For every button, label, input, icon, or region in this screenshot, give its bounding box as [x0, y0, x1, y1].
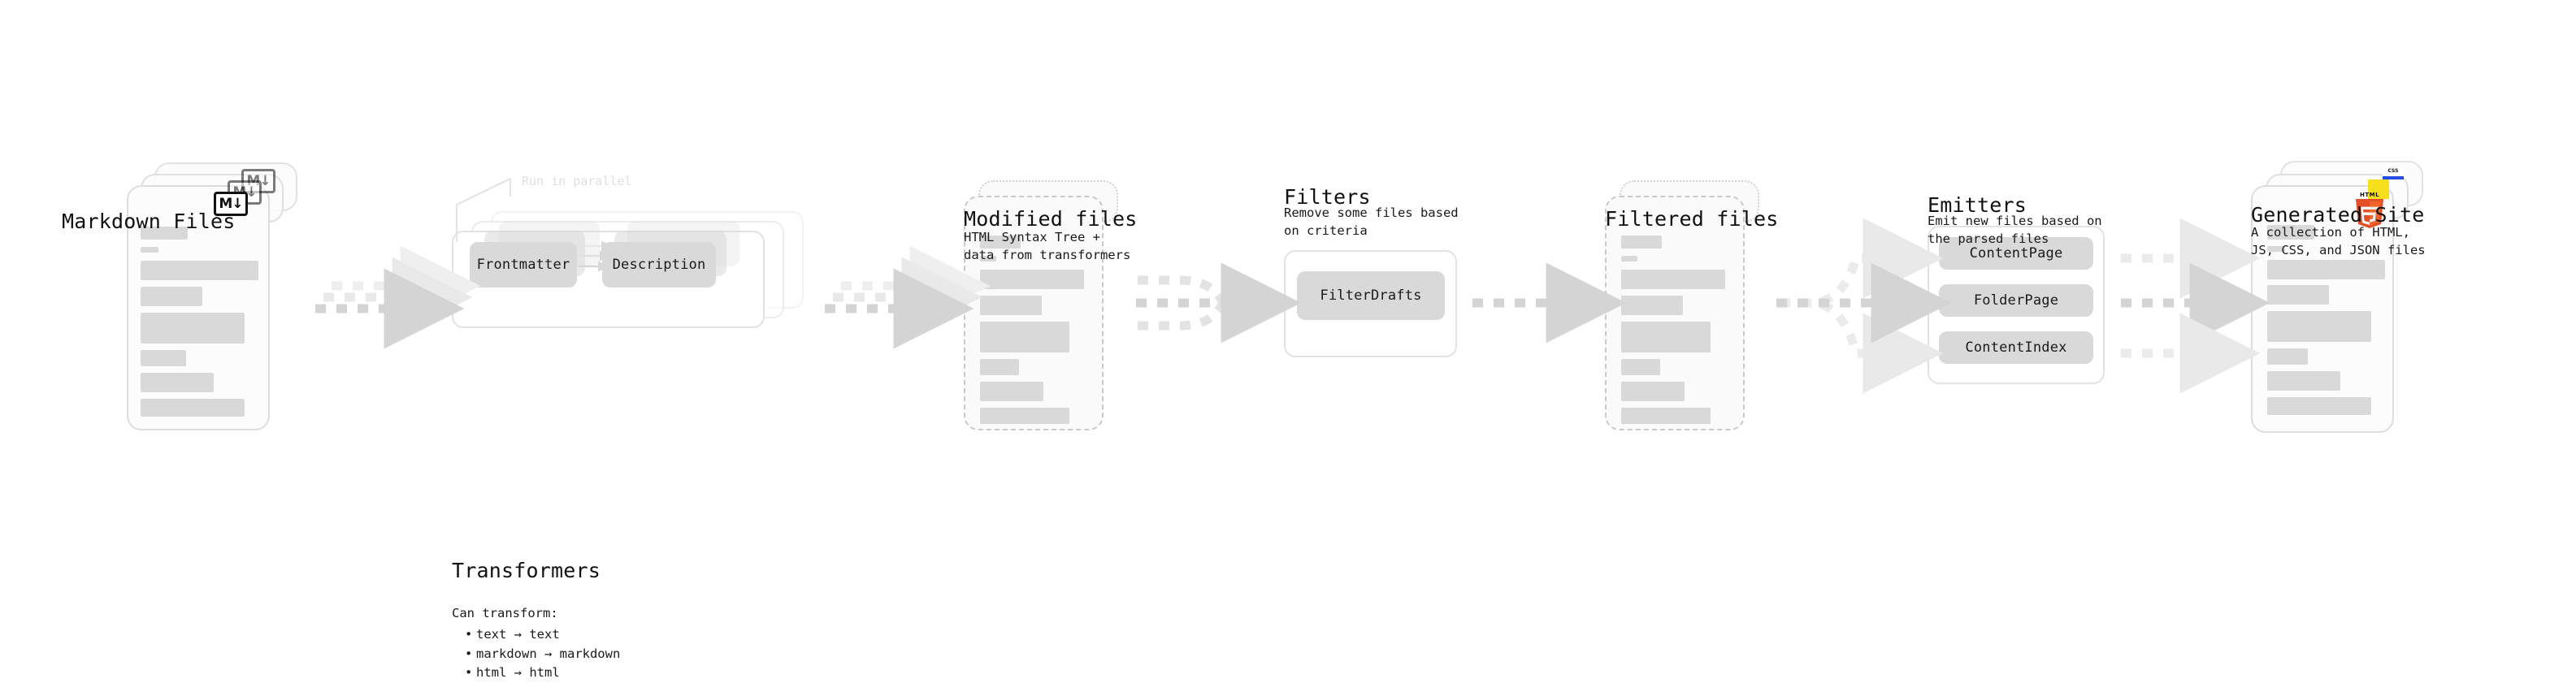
skeleton-bar — [141, 313, 245, 344]
transformers-subtitle: Can transform: — [452, 606, 558, 620]
connector-modified-to-filters — [1136, 262, 1302, 344]
skeleton-bar — [980, 408, 1069, 424]
skeleton-bar — [2267, 225, 2314, 240]
skeleton-bar — [1621, 236, 1662, 249]
bullet-item: text → text — [465, 625, 620, 645]
skeleton-bar — [141, 373, 214, 392]
skeleton-bar — [980, 359, 1019, 375]
skeleton-bar — [980, 236, 1021, 249]
html5-icon: HTML — [2353, 192, 2386, 229]
skeleton-bar — [141, 287, 202, 306]
skeleton-bar — [980, 270, 1084, 289]
stage-markdown-files: M↓ M↓ M↓ — [127, 162, 297, 430]
connector-filtered-to-emitters — [1776, 218, 1952, 394]
run-in-parallel-label: Run in parallel — [522, 174, 632, 188]
skeleton-bar — [141, 399, 245, 417]
skeleton-bar — [1621, 408, 1711, 424]
skeleton-bar — [141, 227, 188, 240]
transformer-chip-description[interactable]: Description — [602, 242, 716, 287]
run-in-parallel-bracket — [455, 177, 512, 242]
chip-label: Frontmatter — [476, 257, 570, 273]
chip-label: Description — [612, 257, 706, 273]
stage-title-filters: Filters — [1284, 185, 1371, 209]
skeleton-bar — [1621, 270, 1725, 289]
file-sheet-front — [127, 185, 270, 430]
skeleton-bar — [2267, 311, 2371, 342]
transformer-chip-frontmatter[interactable]: Frontmatter — [470, 242, 577, 287]
connector-frontmatter-to-description — [579, 240, 613, 272]
stage-title-modified-files: Modified files — [964, 207, 1138, 231]
skeleton-bar — [980, 382, 1043, 401]
stage-title-generated-site: Generated Site — [2251, 203, 2425, 227]
chip-label: ContentPage — [1969, 245, 2063, 262]
skeleton-bar — [2267, 285, 2329, 305]
filtered-file-stack — [1605, 180, 1767, 440]
skeleton-bar — [2267, 371, 2340, 391]
skeleton-bar — [2267, 348, 2308, 365]
skeleton-bar — [2267, 260, 2385, 279]
skeleton-bar — [141, 247, 158, 253]
stage-generated-site: CSS HTML — [2251, 161, 2430, 437]
skeleton-bar — [141, 350, 186, 366]
connector-markdown-to-transformers — [315, 245, 481, 349]
stage-title-emitters: Emitters — [1928, 193, 2027, 217]
filter-chip-filterdrafts[interactable]: FilterDrafts — [1297, 271, 1445, 320]
bullet-item: html → html — [465, 664, 620, 683]
emitter-chip-contentpage[interactable]: ContentPage — [1939, 237, 2093, 270]
javascript-icon — [2368, 179, 2389, 199]
skeleton-bar — [141, 261, 258, 280]
skeleton-bar — [1621, 359, 1660, 375]
css-label: CSS — [2387, 168, 2399, 174]
markdown-file-stack: M↓ M↓ M↓ — [127, 162, 297, 430]
chip-label: FolderPage — [1973, 292, 2059, 309]
html5-word: HTML — [2359, 192, 2380, 198]
emitter-chip-folderpage[interactable]: FolderPage — [1939, 284, 2093, 317]
skeleton-bar — [1621, 322, 1711, 352]
skeleton-bar — [980, 322, 1069, 352]
bullet-item: markdown → markdown — [465, 645, 620, 664]
chip-label: FilterDrafts — [1320, 287, 1422, 304]
skeleton-bar — [1621, 296, 1683, 315]
skeleton-bar — [2267, 397, 2371, 415]
stage-title-markdown-files: Markdown Files — [62, 210, 236, 233]
connector-emitters-to-generated-site — [2121, 218, 2270, 394]
transformers-bullet-list: text → text markdown → markdown html → h… — [463, 625, 620, 683]
skeleton-bar — [980, 296, 1042, 315]
filters-subtitle: Remove some files based on criteria — [1284, 205, 1459, 239]
stage-title-filtered-files: Filtered files — [1605, 207, 1779, 231]
generated-site-file-stack: CSS HTML — [2251, 161, 2430, 437]
stage-title-transformers: Transformers — [452, 559, 601, 582]
stage-filtered-files — [1605, 180, 1767, 440]
css3-icon: CSS — [2383, 168, 2404, 179]
skeleton-bar — [1621, 382, 1685, 401]
skeleton-bar — [2267, 246, 2285, 252]
chip-label: ContentIndex — [1965, 339, 2067, 356]
markdown-icon: M↓ — [214, 192, 248, 216]
emitter-chip-contentindex[interactable]: ContentIndex — [1939, 331, 2093, 364]
connector-transformers-to-modified — [825, 245, 991, 349]
skeleton-bar — [1621, 256, 1637, 262]
